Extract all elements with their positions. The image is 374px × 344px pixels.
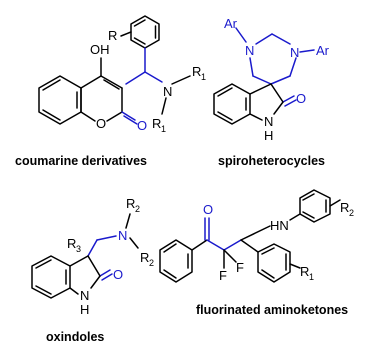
oxindole-nh-h: H <box>80 302 89 317</box>
pyranone-ring <box>80 75 123 122</box>
svg-text:3: 3 <box>76 244 81 254</box>
oxindole-r2-lower: R <box>140 250 149 265</box>
aryl-r1-label: R <box>300 264 309 279</box>
oxindole-r2-upper: R <box>126 196 135 211</box>
spiro-nh-n: N <box>264 114 273 129</box>
oxindole-carbonyl-oxygen: O <box>113 267 123 282</box>
carbonyl-oxygen-label: O <box>137 118 147 133</box>
fluorine-label-2: F <box>236 260 244 275</box>
aryl-ring-right <box>257 243 291 283</box>
fused-benzene-oxindole <box>31 255 71 299</box>
caption-spiroheterocycles: spiroheterocycles <box>218 154 325 168</box>
ketone-oxygen-label: O <box>203 202 213 217</box>
svg-text:1: 1 <box>309 272 314 282</box>
oxindole-structure: R 2 N R 2 R 3 O N H <box>31 196 154 317</box>
svg-text:2: 2 <box>135 204 140 214</box>
caption-fluorinated-aminoketones: fluorinated aminoketones <box>196 303 348 317</box>
fluorine-label-1: F <box>219 268 227 283</box>
svg-text:1: 1 <box>161 124 166 134</box>
caption-oxindoles: oxindoles <box>46 330 104 344</box>
svg-text:2: 2 <box>149 258 154 268</box>
aminoketone-r2-label: R <box>340 200 349 215</box>
ar-label-top: Ar <box>224 16 238 31</box>
hydroxyl-label: OH <box>90 42 110 57</box>
oxindole-nh-n: N <box>80 288 89 303</box>
spiro-n2-label: N <box>290 45 299 60</box>
aniline-phenyl-ring <box>299 189 331 223</box>
ar-label-right: Ar <box>316 43 330 58</box>
svg-text:2: 2 <box>349 208 354 218</box>
coumarine-structure: R N R 1 R 1 OH O O <box>38 15 206 134</box>
spiro-structure: Ar N N Ar O N H <box>213 16 330 143</box>
fused-benzene-spiro <box>213 83 251 125</box>
spiro-n1-label: N <box>245 43 254 58</box>
spiro-nh-h: H <box>264 128 273 143</box>
r-substituent-label: R <box>108 28 117 43</box>
benzoyl-phenyl-ring <box>159 239 193 283</box>
fused-benzene-coumarine <box>38 75 82 125</box>
phenyl-ring-top <box>130 15 160 49</box>
amine-n-label: N <box>163 84 172 99</box>
r1-label-upper: R <box>192 64 201 79</box>
aminoketone-structure: R 2 HN O F F R 1 <box>159 189 354 283</box>
oxindole-n-label: N <box>118 228 127 243</box>
r1-label-lower: R <box>152 116 161 131</box>
amine-hn-label: HN <box>270 218 289 233</box>
caption-coumarine-derivatives: coumarine derivatives <box>15 154 147 168</box>
svg-text:1: 1 <box>201 72 206 82</box>
oxindole-r3-label: R <box>67 236 76 251</box>
spiro-carbonyl-oxygen: O <box>296 91 306 106</box>
ring-oxygen-label: O <box>96 116 106 131</box>
